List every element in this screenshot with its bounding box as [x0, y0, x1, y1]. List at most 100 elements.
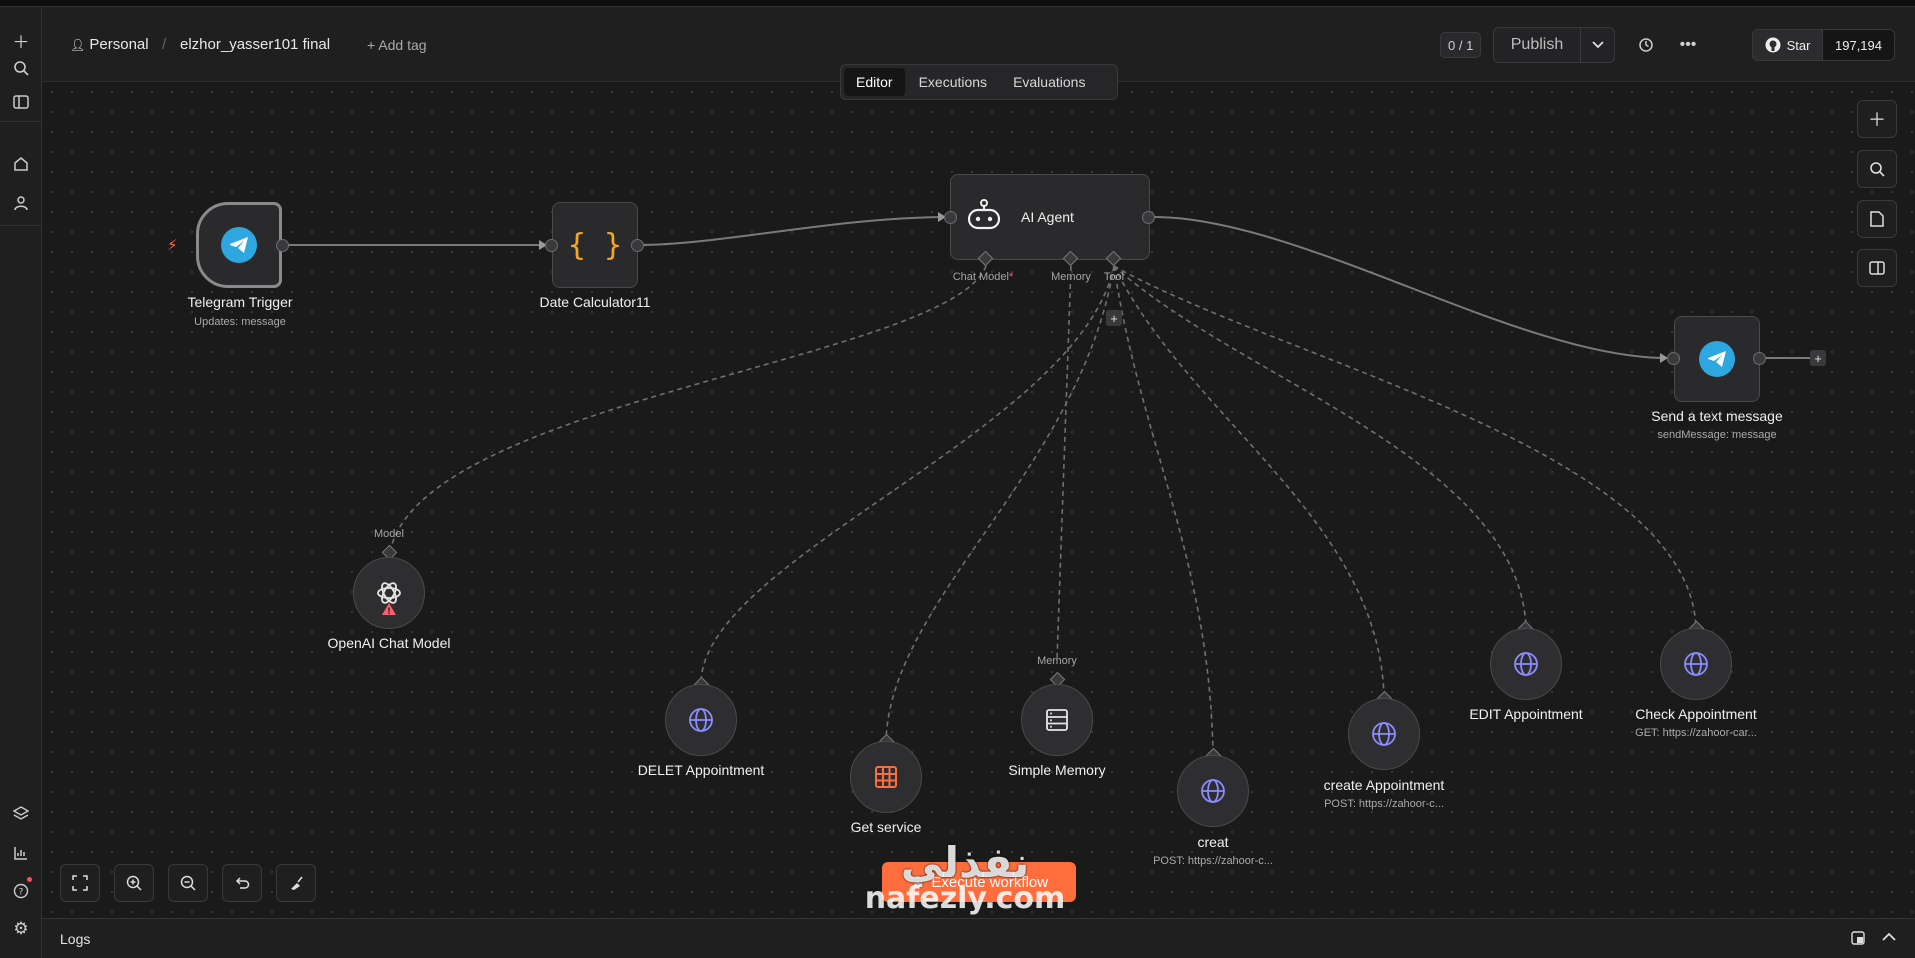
- github-icon: [1765, 37, 1781, 53]
- panel-toggle-icon[interactable]: [6, 87, 36, 117]
- person-icon: 👤︎: [70, 38, 86, 52]
- workflow-name[interactable]: elzhor_yasser101 final: [180, 36, 331, 53]
- trigger-output-port[interactable]: [276, 239, 289, 252]
- version-badge[interactable]: 0 / 1: [1440, 32, 1482, 58]
- send-input-port[interactable]: [1667, 352, 1680, 365]
- date-output-port[interactable]: [631, 239, 644, 252]
- logs-label: Logs: [60, 931, 91, 947]
- popout-icon[interactable]: [1851, 931, 1867, 945]
- settings-gear-icon[interactable]: ⚙: [13, 919, 29, 938]
- model-port-label: Model: [374, 528, 404, 540]
- tidy-up-icon[interactable]: [276, 864, 316, 902]
- date-calculator-node[interactable]: { }: [552, 202, 638, 288]
- left-sidebar: ＋ ? ⚙: [0, 7, 42, 958]
- insights-icon[interactable]: [6, 838, 36, 868]
- simple-memory-label: Simple Memory: [1008, 762, 1106, 778]
- zoom-out-icon[interactable]: [168, 864, 208, 902]
- lightning-bolt-icon: ⚡︎: [167, 237, 178, 254]
- globe-icon: [1372, 722, 1396, 746]
- github-star-widget[interactable]: Star 197,194: [1752, 29, 1895, 61]
- telegram-trigger-label: Telegram Trigger: [187, 294, 293, 310]
- delet-appointment-label: DELET Appointment: [637, 762, 765, 778]
- side-panel-icon[interactable]: [1857, 249, 1897, 287]
- tab-evaluations[interactable]: Evaluations: [1013, 74, 1086, 90]
- svg-text:!: !: [387, 607, 391, 616]
- simple-memory-node[interactable]: [1021, 684, 1093, 756]
- project-breadcrumb[interactable]: 👤︎ Personal: [70, 36, 149, 53]
- tab-editor[interactable]: Editor: [844, 68, 905, 96]
- history-icon[interactable]: [1630, 29, 1662, 61]
- send-text-message-label: Send a text message: [1651, 408, 1783, 424]
- publish-button-group: Publish: [1493, 27, 1615, 63]
- date-input-port[interactable]: [545, 239, 558, 252]
- ai-agent-node[interactable]: AI Agent: [950, 174, 1150, 260]
- add-node-button[interactable]: ＋: [1857, 100, 1897, 138]
- check-appointment-label: Check Appointment: [1635, 706, 1757, 722]
- memory-node-port-label: Memory: [1037, 655, 1077, 667]
- telegram-icon: [1699, 341, 1735, 377]
- date-calculator-label: Date Calculator11: [539, 294, 651, 310]
- check-appointment-subtitle: GET: https://zahoor-car...: [1635, 727, 1757, 739]
- execute-workflow-button[interactable]: ⚗︎ Execute workflow: [882, 862, 1076, 902]
- breadcrumb-separator: /: [162, 36, 167, 53]
- code-braces-icon: { }: [567, 227, 623, 263]
- fit-view-icon[interactable]: [60, 864, 100, 902]
- agent-input-port[interactable]: [944, 211, 957, 224]
- get-service-node[interactable]: [850, 741, 922, 813]
- search-nodes-icon[interactable]: [1857, 150, 1897, 188]
- creat-node[interactable]: [1177, 755, 1249, 827]
- home-icon[interactable]: [6, 149, 36, 179]
- edit-appointment-node[interactable]: [1490, 628, 1562, 700]
- logs-panel-bar[interactable]: Logs: [42, 918, 1915, 958]
- add-next-node-button[interactable]: +: [1810, 350, 1826, 366]
- telegram-icon: [221, 227, 257, 263]
- create-appointment-label: create Appointment: [1323, 777, 1445, 793]
- more-options-icon[interactable]: •••: [1679, 36, 1697, 53]
- globe-icon: [1514, 652, 1538, 676]
- add-tag-button[interactable]: + Add tag: [367, 37, 427, 53]
- add-icon[interactable]: ＋: [12, 32, 30, 52]
- search-icon[interactable]: [6, 53, 36, 83]
- chat-model-port-label: Chat Model*: [952, 271, 1014, 283]
- openai-icon: [377, 582, 401, 604]
- notification-dot: [27, 877, 32, 882]
- delet-appointment-node[interactable]: [665, 684, 737, 756]
- undo-icon[interactable]: [222, 864, 262, 902]
- chevron-down-icon[interactable]: [1580, 28, 1614, 62]
- globe-icon: [1201, 779, 1225, 803]
- robot-icon: [967, 199, 1001, 230]
- get-service-label: Get service: [850, 819, 922, 835]
- tab-executions[interactable]: Executions: [918, 74, 988, 90]
- memory-port-label: Memory: [1051, 271, 1091, 283]
- user-icon[interactable]: [6, 188, 36, 218]
- github-star-count: 197,194: [1823, 30, 1894, 60]
- add-tool-button[interactable]: +: [1106, 310, 1122, 326]
- openai-chat-model-node[interactable]: !: [353, 557, 425, 629]
- help-icon[interactable]: ?: [6, 876, 36, 906]
- send-output-port[interactable]: [1753, 352, 1766, 365]
- telegram-trigger-node[interactable]: [196, 202, 282, 288]
- flask-icon: ⚗︎: [909, 874, 924, 891]
- create-appointment-node[interactable]: [1348, 698, 1420, 770]
- templates-icon[interactable]: [6, 799, 36, 829]
- telegram-trigger-subtitle: Updates: message: [194, 316, 286, 328]
- warning-icon: !: [382, 603, 396, 616]
- ai-agent-label: AI Agent: [1021, 209, 1074, 225]
- table-icon: [875, 766, 897, 788]
- chevron-up-icon[interactable]: [1882, 929, 1898, 945]
- github-star-button[interactable]: Star: [1753, 30, 1823, 60]
- agent-output-port[interactable]: [1142, 211, 1155, 224]
- check-appointment-node[interactable]: [1660, 628, 1732, 700]
- top-edge: [0, 0, 1915, 7]
- edit-appointment-label: EDIT Appointment: [1469, 706, 1583, 722]
- view-tabs: Editor Executions Evaluations: [840, 64, 1118, 100]
- svg-text:?: ?: [19, 888, 24, 898]
- database-icon: [1046, 709, 1068, 731]
- create-appointment-subtitle: POST: https://zahoor-c...: [1324, 798, 1444, 810]
- zoom-in-icon[interactable]: [114, 864, 154, 902]
- publish-button[interactable]: Publish: [1510, 36, 1564, 53]
- send-text-message-node[interactable]: [1674, 316, 1760, 402]
- rail-divider: [0, 121, 42, 122]
- sticky-note-icon[interactable]: [1857, 200, 1897, 238]
